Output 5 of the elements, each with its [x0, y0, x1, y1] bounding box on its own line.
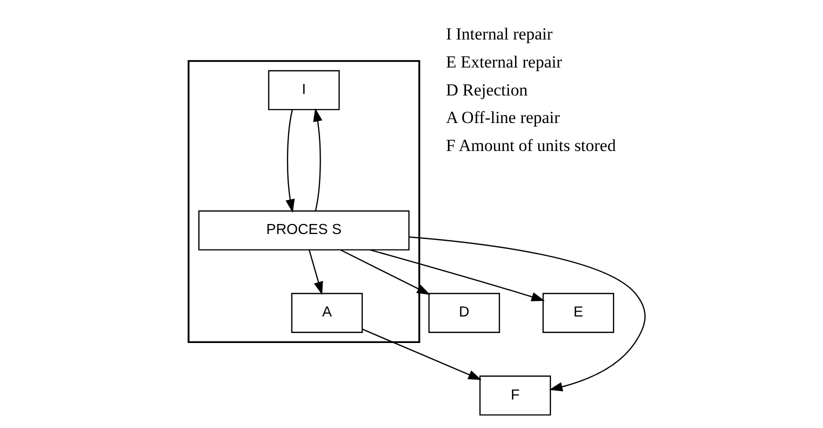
- label: E External repair: [445, 52, 562, 72]
- label: A Off-line repair: [445, 108, 560, 128]
- label: I Internal repair: [445, 24, 552, 44]
- label: F Amount of units stored: [445, 136, 616, 156]
- label: D Rejection: [445, 80, 528, 100]
